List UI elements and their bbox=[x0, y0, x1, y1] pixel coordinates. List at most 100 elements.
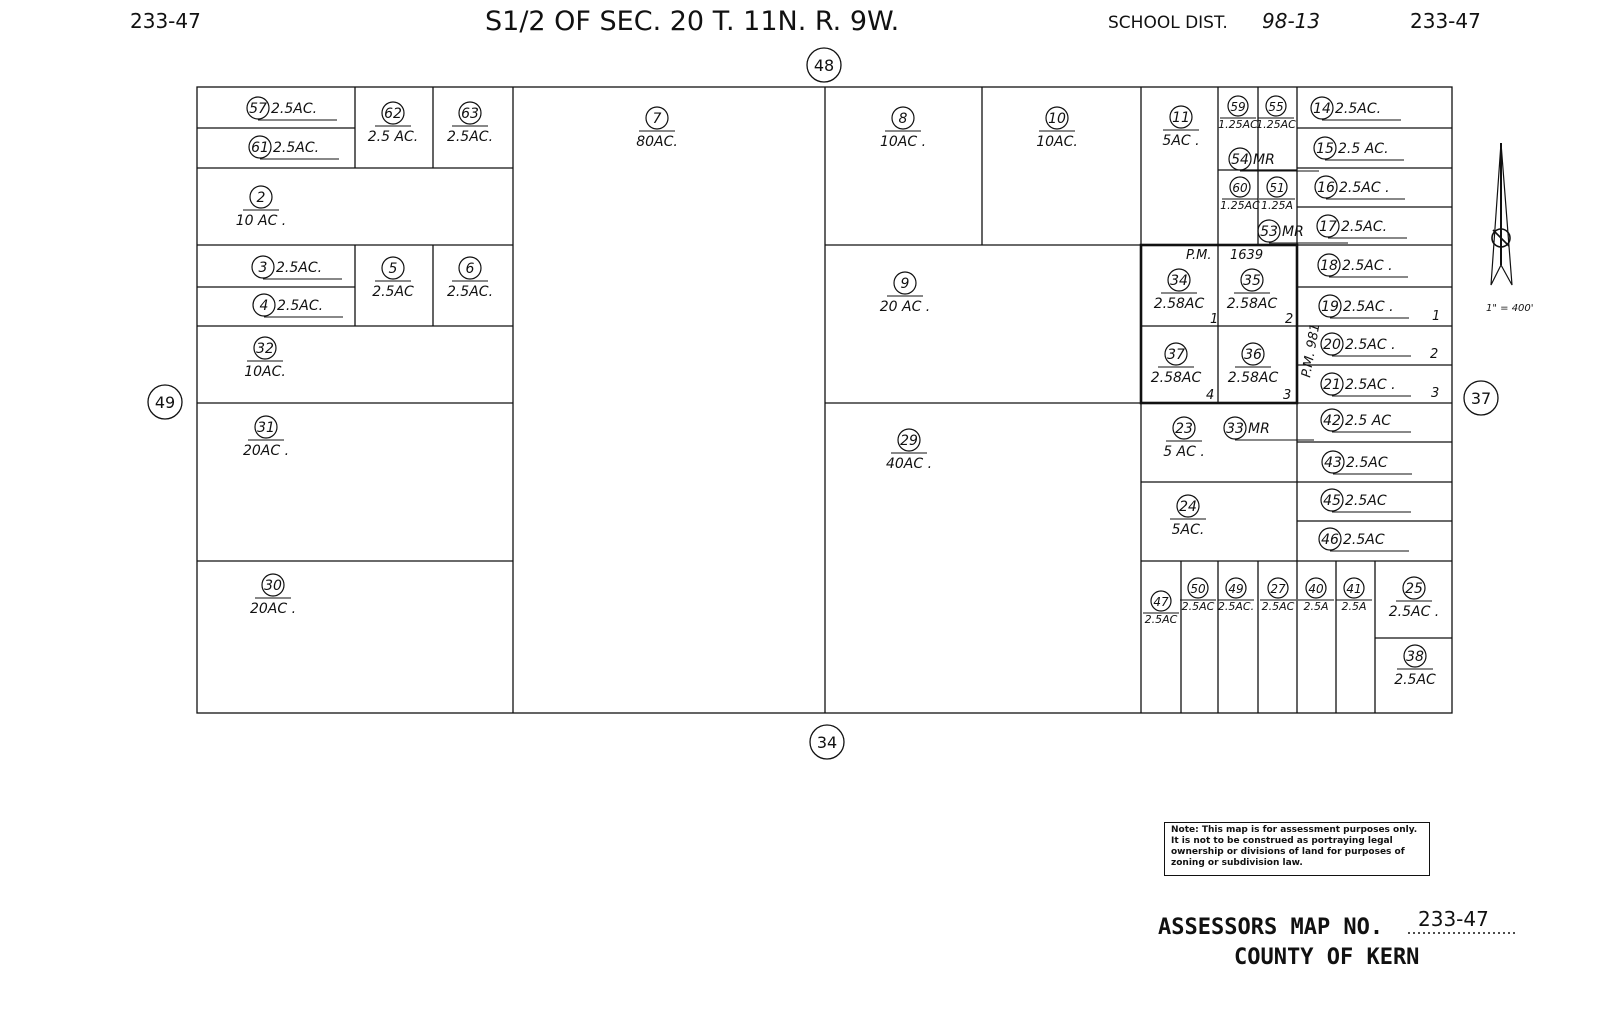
adjacent-map-left[interactable]: 49 bbox=[147, 384, 183, 420]
parcel-50[interactable]: 502.5AC bbox=[1180, 577, 1216, 613]
parcel-number: 45 bbox=[1323, 493, 1341, 509]
parcel-35[interactable]: 352.58AC bbox=[1227, 268, 1278, 312]
parcel-acreage: 2.58AC bbox=[1228, 370, 1279, 386]
parcel-acreage: 2.5A bbox=[1303, 600, 1328, 613]
parcel-number: 40 bbox=[1308, 582, 1324, 596]
parcel-number-circle bbox=[1172, 416, 1196, 440]
adjacent-map-right[interactable]: 37 bbox=[1463, 380, 1499, 416]
parcel-number: 32 bbox=[256, 341, 274, 357]
parcel-number-circle bbox=[1228, 147, 1252, 171]
parcel-49[interactable]: 492.5AC. bbox=[1218, 577, 1254, 613]
svg-text:48: 48 bbox=[814, 56, 834, 75]
parcel-62[interactable]: 622.5 AC. bbox=[368, 101, 419, 145]
parcel-5[interactable]: 52.5AC bbox=[372, 256, 414, 300]
parcel-number-circle bbox=[1267, 577, 1289, 599]
parcel-55[interactable]: 551.25AC bbox=[1256, 95, 1296, 131]
parcel-34[interactable]: 342.58AC bbox=[1154, 268, 1205, 312]
parcel-51[interactable]: 511.25A bbox=[1259, 176, 1295, 212]
parcel-59[interactable]: 591.25AC bbox=[1218, 95, 1258, 131]
parcel-number-circle bbox=[254, 415, 278, 439]
parcel-acreage: 2.5AC bbox=[1346, 455, 1388, 471]
parcel-37[interactable]: 372.58AC bbox=[1151, 342, 1202, 386]
map-title: S1/2 OF SEC. 20 T. 11N. R. 9W. bbox=[485, 6, 899, 37]
parcel-number-circle bbox=[1310, 96, 1334, 120]
parcel-number-circle bbox=[1313, 136, 1337, 160]
parcel-acreage: 2.5AC. bbox=[1218, 600, 1254, 613]
parcel-63[interactable]: 632.5AC. bbox=[447, 101, 493, 145]
parcel-number-circle bbox=[248, 135, 272, 159]
parcel-number-circle bbox=[891, 106, 915, 130]
parcel-number: 30 bbox=[264, 578, 282, 594]
parcel-41[interactable]: 412.5A bbox=[1336, 577, 1372, 613]
pm-1639-label: 1639 bbox=[1230, 248, 1263, 263]
parcel-number-circle bbox=[1316, 214, 1340, 238]
parcel-number-circle bbox=[1227, 95, 1249, 117]
parcel-number: 41 bbox=[1346, 582, 1361, 596]
parcel-9[interactable]: 920 AC . bbox=[880, 271, 931, 315]
parcel-number-circle bbox=[1223, 416, 1247, 440]
parcel-25[interactable]: 252.5AC . bbox=[1389, 576, 1440, 620]
parcel-number-circle bbox=[381, 101, 405, 125]
parcel-acreage: 10 AC . bbox=[236, 213, 287, 229]
parcel-23[interactable]: 235 AC . bbox=[1163, 416, 1205, 460]
parcel-acreage: 1.25AC bbox=[1220, 199, 1260, 212]
parcel-27[interactable]: 272.5AC bbox=[1260, 577, 1296, 613]
parcel-acreage: 2.5AC . bbox=[1343, 299, 1394, 315]
parcel-40[interactable]: 40 2.5A bbox=[1298, 577, 1334, 613]
parcel-number-circle bbox=[1225, 577, 1247, 599]
parcel-number: 37 bbox=[1167, 347, 1185, 363]
parcel-47[interactable]: 472.5AC bbox=[1143, 590, 1179, 626]
parcel-36[interactable]: 362.58AC bbox=[1228, 342, 1279, 386]
parcel-number-circle bbox=[1176, 494, 1200, 518]
parcel-60[interactable]: 601.25AC bbox=[1220, 176, 1260, 212]
parcel-6[interactable]: 62.5AC. bbox=[447, 256, 493, 300]
parcel-number: 7 bbox=[653, 111, 662, 127]
parcel-number: 54 bbox=[1231, 152, 1249, 168]
parcel-acreage: MR bbox=[1248, 421, 1270, 437]
parcel-acreage: MR bbox=[1282, 224, 1304, 240]
parcel-2[interactable]: 210 AC . bbox=[236, 185, 287, 229]
adjacent-map-top[interactable]: 48 bbox=[806, 47, 842, 83]
parcel-acreage: 2.5AC . bbox=[1342, 258, 1393, 274]
parcel-38[interactable]: 382.5AC bbox=[1394, 644, 1436, 688]
pm-label: P.M. bbox=[1186, 248, 1212, 263]
north-arrow-icon bbox=[1490, 142, 1513, 286]
parcel-number: 5 bbox=[389, 261, 398, 277]
parcel-acreage: 1.25AC bbox=[1256, 118, 1296, 131]
svg-text:1: 1 bbox=[1432, 309, 1440, 324]
adjacent-map-bottom[interactable]: 34 bbox=[809, 724, 845, 760]
parcel-acreage: 1.25A bbox=[1261, 199, 1293, 212]
parcel-number-circle bbox=[1257, 219, 1281, 243]
parcel-number-circle bbox=[1045, 106, 1069, 130]
parcel-number-circle bbox=[381, 256, 405, 280]
parcel-acreage: 2.5AC. bbox=[273, 140, 319, 156]
